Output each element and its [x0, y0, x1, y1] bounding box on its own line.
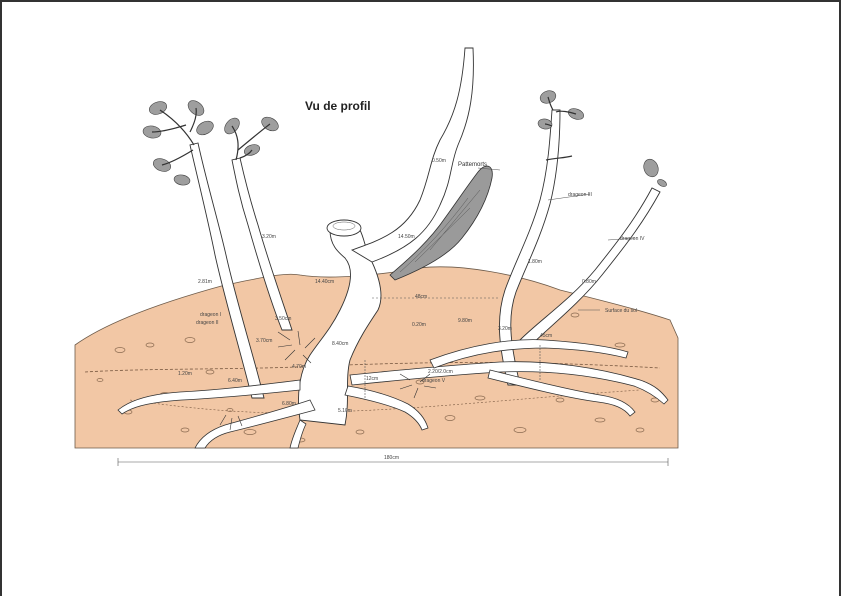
label-pattemorts: Pattemorts — [458, 162, 487, 168]
measure-m9: 3.50cm — [275, 316, 291, 322]
measure-m2: 2.81m — [198, 279, 212, 285]
label-drageon-iii: drageon III — [568, 192, 592, 198]
measure-m5: 0.50m — [432, 158, 446, 164]
measure-m10: 8.40cm — [332, 341, 348, 347]
measure-m22: 4.70m — [292, 364, 306, 370]
label-width-scale: 180cm — [384, 455, 399, 461]
measure-m8: 48cm — [415, 294, 427, 300]
label-drageon-v: drageon V — [422, 378, 446, 384]
label-surface-sol: Surface du sol — [605, 308, 637, 314]
measure-m20: 6.80m — [282, 401, 296, 407]
measure-m7: 0.80m — [582, 279, 596, 285]
label-drageon-iv: drageon IV — [620, 236, 645, 242]
measure-m6: 1.80m — [528, 259, 542, 265]
measure-m3: 14.40cm — [315, 279, 334, 285]
stump-top — [327, 220, 361, 236]
measure-m16: 2.20/2.0cm — [428, 369, 453, 375]
measure-m15: 12cm — [366, 376, 378, 382]
label-drageon-i: drageon I — [200, 312, 221, 318]
measure-m14: 45cm — [540, 333, 552, 339]
measure-m21: 5.10m — [338, 408, 352, 414]
measure-m13: 3.20m — [498, 326, 512, 332]
left-leaves — [142, 98, 281, 187]
measure-m11: 0.20m — [412, 322, 426, 328]
measure-m1: 3.20m — [262, 234, 276, 240]
measure-m19: 6.40m — [228, 378, 242, 384]
measure-m17: 3.70cm — [256, 338, 272, 344]
measure-m18: 1.20m — [178, 371, 192, 377]
figure-title: Vu de profil — [305, 99, 371, 113]
label-drageon-ii: drageon II — [196, 320, 219, 326]
measure-m4: 14.50m — [398, 234, 415, 240]
measure-m12: 9.80m — [458, 318, 472, 324]
